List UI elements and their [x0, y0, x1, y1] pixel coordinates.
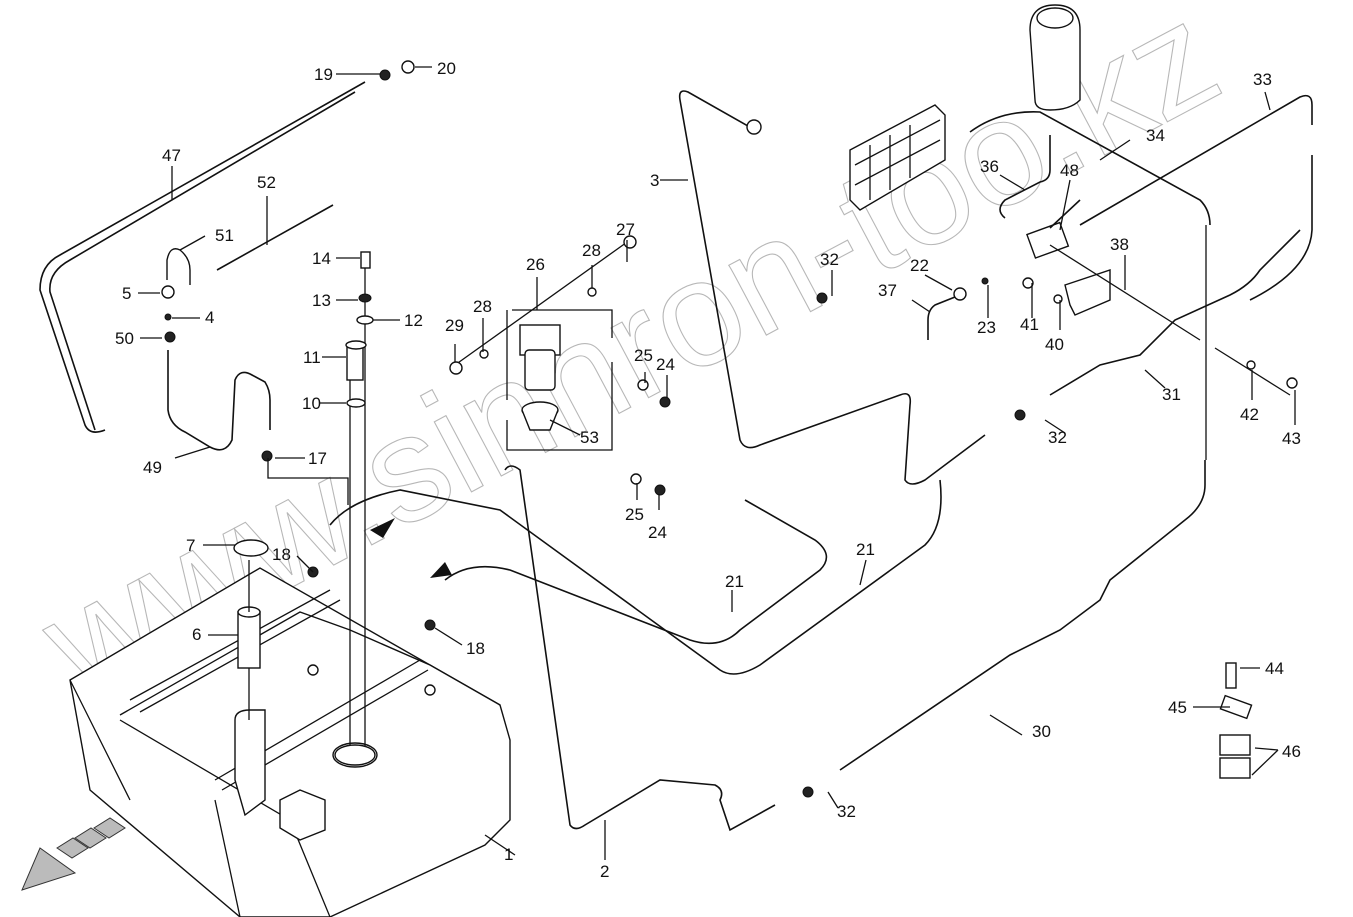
label-1: 1 [504, 845, 513, 864]
label-3: 3 [650, 171, 659, 190]
label-7: 7 [186, 536, 195, 555]
label-21b: 21 [856, 540, 875, 559]
arrow-right-icon [370, 518, 395, 538]
label-44: 44 [1265, 659, 1284, 678]
label-6: 6 [192, 625, 201, 644]
label-23: 23 [977, 318, 996, 337]
label-43: 43 [1282, 429, 1301, 448]
label-32c: 32 [837, 802, 856, 821]
fittings [161, 60, 1298, 798]
label-52: 52 [257, 173, 276, 192]
label-45: 45 [1168, 698, 1187, 717]
label-53: 53 [580, 428, 599, 447]
label-37: 37 [878, 281, 897, 300]
label-48: 48 [1060, 161, 1079, 180]
leader-lines [138, 66, 1296, 860]
label-17: 17 [308, 449, 327, 468]
fuel-tank [69, 567, 511, 917]
label-18b: 18 [466, 639, 485, 658]
label-49: 49 [143, 458, 162, 477]
label-24b: 24 [648, 523, 667, 542]
label-14: 14 [312, 249, 331, 268]
arrow-left-icon [430, 562, 452, 578]
label-10: 10 [302, 394, 321, 413]
part-labels: 1 2 3 4 5 6 7 10 11 12 13 14 17 18 18 19… [115, 59, 1301, 881]
tank-sender [334, 251, 376, 766]
label-32a: 32 [820, 250, 839, 269]
fuel-filter [454, 239, 631, 451]
reservoir [1029, 4, 1081, 111]
label-13: 13 [312, 291, 331, 310]
label-4: 4 [205, 308, 214, 327]
label-19: 19 [314, 65, 333, 84]
label-28b: 28 [473, 297, 492, 316]
label-12: 12 [404, 311, 423, 330]
label-33: 33 [1253, 70, 1272, 89]
label-50: 50 [115, 329, 134, 348]
label-25b: 25 [625, 505, 644, 524]
label-11: 11 [303, 348, 321, 367]
cap [233, 539, 269, 557]
direction-arrow-icon [21, 817, 126, 891]
cooler [849, 104, 946, 211]
label-27: 27 [616, 220, 635, 239]
filler-neck [233, 539, 269, 720]
label-20: 20 [437, 59, 456, 78]
label-28a: 28 [582, 241, 601, 260]
label-25a: 25 [634, 346, 653, 365]
label-26: 26 [526, 255, 545, 274]
flow-arrows [370, 518, 452, 578]
label-21a: 21 [725, 572, 744, 591]
label-36: 36 [980, 157, 999, 176]
label-42: 42 [1240, 405, 1259, 424]
label-47: 47 [162, 146, 181, 165]
label-32b: 32 [1048, 428, 1067, 447]
label-2: 2 [600, 862, 609, 881]
label-22: 22 [910, 256, 929, 275]
label-51: 51 [215, 226, 234, 245]
label-29: 29 [445, 316, 464, 335]
label-24a: 24 [656, 355, 675, 374]
label-31: 31 [1162, 385, 1181, 404]
label-41: 41 [1020, 315, 1039, 334]
fuel-lines [39, 81, 1313, 832]
label-30: 30 [1032, 722, 1051, 741]
label-38: 38 [1110, 235, 1129, 254]
label-46: 46 [1282, 742, 1301, 761]
label-34: 34 [1146, 126, 1165, 145]
label-18a: 18 [272, 545, 291, 564]
label-40: 40 [1045, 335, 1064, 354]
clamp [1219, 662, 1253, 779]
valve [1026, 199, 1081, 259]
label-5: 5 [122, 284, 131, 303]
